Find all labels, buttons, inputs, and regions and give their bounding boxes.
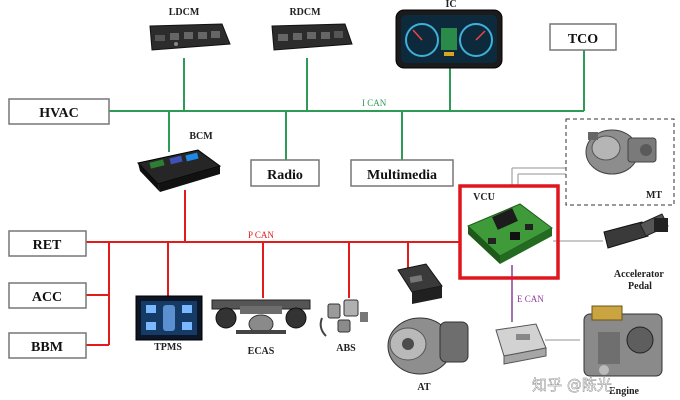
hardwire-links xyxy=(511,167,603,341)
at-label: AT xyxy=(417,382,430,393)
tpms-label: TPMS xyxy=(154,342,182,353)
radio-label: Radio xyxy=(267,168,303,183)
ic-module: IC xyxy=(395,0,503,69)
p-can-label: P CAN xyxy=(248,230,274,240)
multimedia-module: Multimedia xyxy=(350,159,454,187)
tpms-display-image xyxy=(135,295,203,341)
i-can-bus xyxy=(109,50,585,160)
acc-module: ACC xyxy=(8,282,87,309)
ret-module: RET xyxy=(8,230,87,257)
manual-transmission-image xyxy=(585,129,657,175)
ic-label: IC xyxy=(445,0,456,10)
watermark-text: 知乎 @陈光 xyxy=(532,376,612,394)
e-can-label: E CAN xyxy=(517,294,544,304)
automatic-transmission-image xyxy=(387,317,469,375)
engine-image xyxy=(583,305,663,377)
abs-label: ABS xyxy=(336,343,356,354)
ecas-label: ECAS xyxy=(248,346,275,357)
ecas-module: ECAS xyxy=(211,299,311,357)
bbm-label: BBM xyxy=(31,340,63,355)
abs-sensor-image xyxy=(319,299,368,337)
at-module: AT xyxy=(387,263,469,393)
accelerator-pedal-label-line1: Accelerator xyxy=(614,269,665,280)
hvac-module: HVAC xyxy=(8,98,110,125)
bcm-label: BCM xyxy=(189,131,213,142)
bbm-module: BBM xyxy=(8,332,87,359)
engine-ecu-image xyxy=(495,323,547,365)
p-can-bus xyxy=(86,190,460,346)
abs-module: ABS xyxy=(319,299,368,354)
hvac-label: HVAC xyxy=(39,106,78,121)
accelerator-pedal-module: Accelerator Pedal xyxy=(603,213,669,292)
ldcm-label: LDCM xyxy=(169,7,200,18)
radio-module: Radio xyxy=(250,159,320,187)
accelerator-pedal-image xyxy=(603,213,669,249)
engine-label: Engine xyxy=(609,386,640,397)
i-can-label: I CAN xyxy=(362,98,387,108)
tpms-module: TPMS xyxy=(135,295,203,353)
bcm-module: BCM xyxy=(137,131,222,192)
acc-label: ACC xyxy=(32,290,62,305)
ldcm-module: LDCM xyxy=(149,7,231,51)
accelerator-pedal-label-line2: Pedal xyxy=(628,281,652,292)
vcu-module: VCU xyxy=(458,184,560,280)
vcu-board-image xyxy=(467,203,553,264)
accelerator-pedal-label: Accelerator Pedal xyxy=(614,269,666,292)
vcu-highlight-box xyxy=(458,184,560,280)
multimedia-label: Multimedia xyxy=(367,168,437,183)
vcu-label: VCU xyxy=(473,192,495,203)
mt-label: MT xyxy=(646,190,662,201)
mt-module: MT xyxy=(565,118,675,206)
tco-module: TCO xyxy=(549,23,617,51)
ret-label: RET xyxy=(33,238,62,253)
tco-label: TCO xyxy=(568,32,598,47)
rdcm-label: RDCM xyxy=(289,7,321,18)
transmission-control-unit-image xyxy=(397,263,443,304)
ecas-axle-image xyxy=(211,299,311,334)
engine-module: Engine xyxy=(583,305,663,397)
rdcm-module: RDCM xyxy=(271,7,353,51)
